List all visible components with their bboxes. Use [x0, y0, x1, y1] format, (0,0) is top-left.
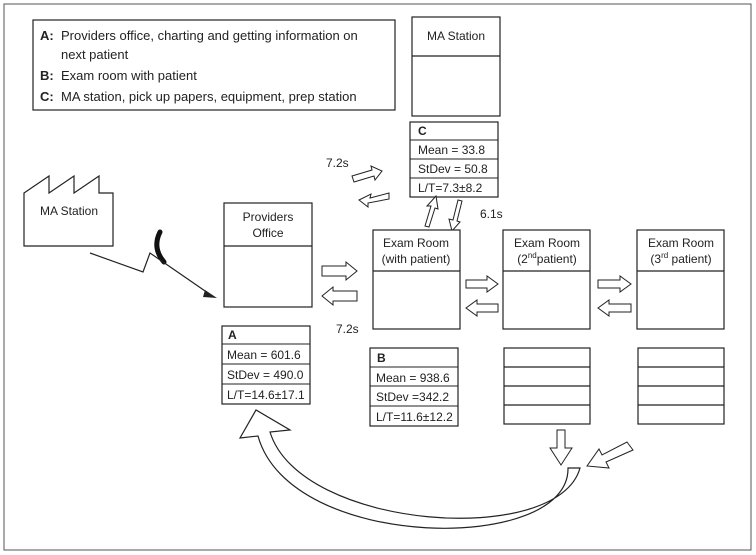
legend-c-key: C: — [40, 89, 54, 104]
exam-1-2-arrows — [465, 275, 499, 317]
ma-station-factory: MA Station — [23, 174, 114, 247]
exam-room-2-line1: Exam Room — [514, 236, 580, 250]
exam-room-2-line2: (2ndpatient) — [517, 251, 577, 266]
return-arrows — [549, 429, 634, 469]
information-flow-arrow — [89, 252, 217, 298]
data-box-b-mean: Mean = 938.6 — [376, 371, 450, 385]
legend-a-line2: next patient — [61, 47, 129, 62]
providers-office-line2: Office — [252, 226, 283, 240]
legend-a-line1: Providers office, charting and getting i… — [61, 28, 358, 43]
arrow-from-c — [358, 192, 390, 209]
exam-2-3-arrows — [597, 275, 632, 317]
exam-room-1-line2: (with patient) — [382, 252, 451, 266]
time-label-right-c: 6.1s — [480, 207, 503, 221]
arrow-exam1-to-exam2 — [465, 275, 499, 293]
exam-room-1: Exam Room (with patient) — [372, 229, 461, 330]
arrow-exam2-to-exam1 — [465, 299, 499, 317]
exam-room-1-line1: Exam Room — [383, 236, 449, 250]
arrow-diagonal-return — [586, 441, 634, 469]
ma-station-factory-label: MA Station — [40, 204, 98, 218]
arrow-exam3-to-exam2 — [597, 299, 632, 317]
data-box-b-stdev: StDev =342.2 — [376, 390, 449, 404]
arrow-exam2-to-exam3 — [597, 275, 632, 293]
arrow-up-to-c — [424, 194, 439, 228]
exam-room-3-line1: Exam Room — [648, 236, 714, 250]
legend-b-line1: Exam room with patient — [61, 68, 197, 83]
data-box-c-title: C — [418, 124, 427, 138]
legend-a-key: A: — [40, 28, 54, 43]
exam-room-2: Exam Room (2ndpatient) — [502, 229, 591, 330]
providers-office: Providers Office — [223, 202, 313, 308]
providers-office-line1: Providers — [243, 210, 294, 224]
data-box-c-lt: L/T=7.3±8.2 — [418, 181, 483, 195]
data-box-b-lt: L/T=11.6±12.2 — [376, 410, 453, 424]
arrow-office-to-exam — [321, 260, 358, 282]
ma-station-top-label: MA Station — [427, 29, 485, 43]
exam-room-3: Exam Room (3rd patient) — [636, 229, 725, 330]
office-exam-arrows — [321, 260, 358, 307]
legend-b-key: B: — [40, 68, 54, 83]
exam-room-3-line2: (3rd patient) — [650, 251, 711, 266]
data-box-b: B Mean = 938.6 StDev =342.2 L/T=11.6±12.… — [369, 347, 459, 427]
time-label-left-bottom: 7.2s — [336, 322, 359, 336]
data-box-a-lt: L/T=14.6±17.1 — [227, 388, 305, 402]
data-box-c-stdev: StDev = 50.8 — [418, 162, 488, 176]
exam-room-2-empty-table — [503, 347, 591, 425]
data-box-a-mean: Mean = 601.6 — [227, 348, 301, 362]
outer-frame — [3, 3, 752, 551]
ma-station-top-box — [411, 16, 501, 117]
legend-box — [32, 19, 396, 111]
data-box-c: C Mean = 33.8 StDev = 50.8 L/T=7.3±8.2 — [409, 121, 499, 198]
data-box-a-stdev: StDev = 490.0 — [227, 368, 304, 382]
arrow-down-return — [549, 429, 573, 466]
data-box-a-title: A — [228, 328, 237, 342]
data-box-b-title: B — [377, 351, 386, 365]
time-label-left-top: 7.2s — [326, 156, 349, 170]
factory-icon — [23, 174, 114, 247]
legend-c-line1: MA station, pick up papers, equipment, p… — [61, 89, 357, 104]
phone-icon — [154, 229, 167, 265]
ma-station-top: MA Station — [411, 16, 501, 117]
c-arrows — [351, 165, 463, 233]
arrow-to-c — [351, 165, 383, 183]
legend: A: Providers office, charting and gettin… — [32, 19, 396, 111]
arrow-down-from-c — [448, 199, 463, 233]
return-curve-arrow — [238, 409, 581, 529]
arrow-exam-to-office — [321, 285, 358, 307]
data-box-c-mean: Mean = 33.8 — [418, 143, 485, 157]
exam-room-3-empty-table — [637, 347, 725, 425]
data-box-a: A Mean = 601.6 StDev = 490.0 L/T=14.6±17… — [221, 325, 311, 405]
